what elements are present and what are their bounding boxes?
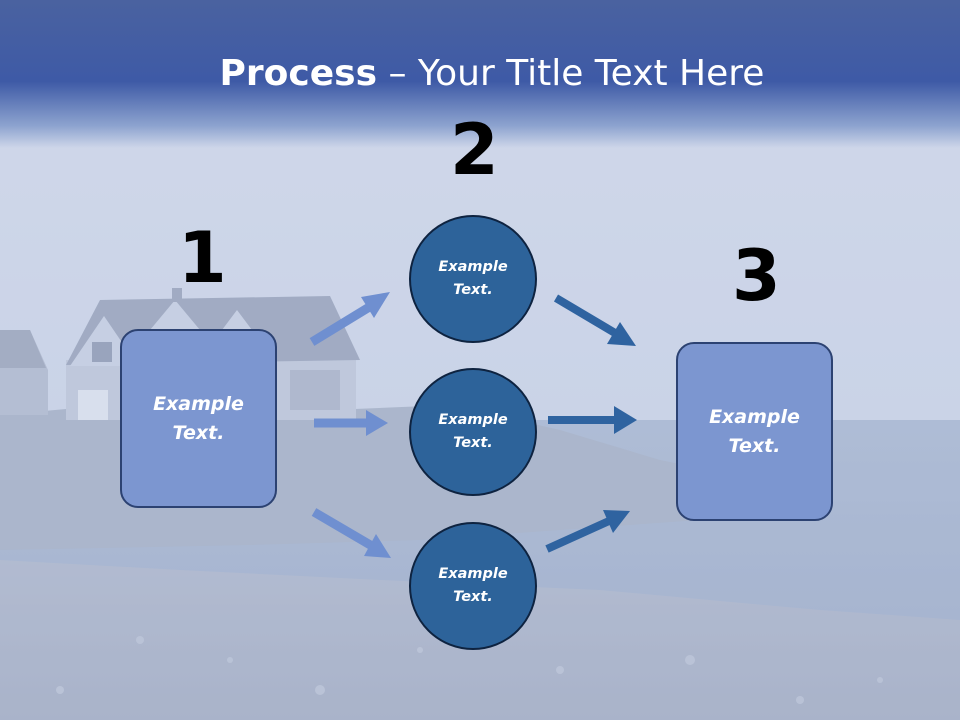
step-number-2: 2 xyxy=(450,109,499,191)
right-box-line1: Example xyxy=(709,405,800,428)
right-process-box: Example Text. xyxy=(676,342,833,521)
circle-middle-line1: Example xyxy=(438,412,508,428)
left-process-box: Example Text. xyxy=(120,329,277,508)
process-circle-top: Example Text. xyxy=(409,215,537,343)
process-circle-middle: Example Text. xyxy=(409,368,537,496)
title-rest-part: – Your Title Text Here xyxy=(377,53,765,94)
step-number-1: 1 xyxy=(178,217,227,299)
circle-bottom-line1: Example xyxy=(438,566,508,582)
circle-top-line2: Text. xyxy=(453,282,493,298)
slide-title: Process – Your Title Text Here xyxy=(0,52,960,96)
left-box-line1: Example xyxy=(153,392,244,415)
circle-middle-line2: Text. xyxy=(453,435,493,451)
step-number-3: 3 xyxy=(732,235,781,317)
left-box-line2: Text. xyxy=(172,421,225,444)
title-bold-part: Process xyxy=(219,53,378,94)
circle-top-line1: Example xyxy=(438,259,508,275)
title-band xyxy=(0,0,960,148)
circle-bottom-line2: Text. xyxy=(453,589,493,605)
process-circle-bottom: Example Text. xyxy=(409,522,537,650)
right-box-line2: Text. xyxy=(728,434,781,457)
